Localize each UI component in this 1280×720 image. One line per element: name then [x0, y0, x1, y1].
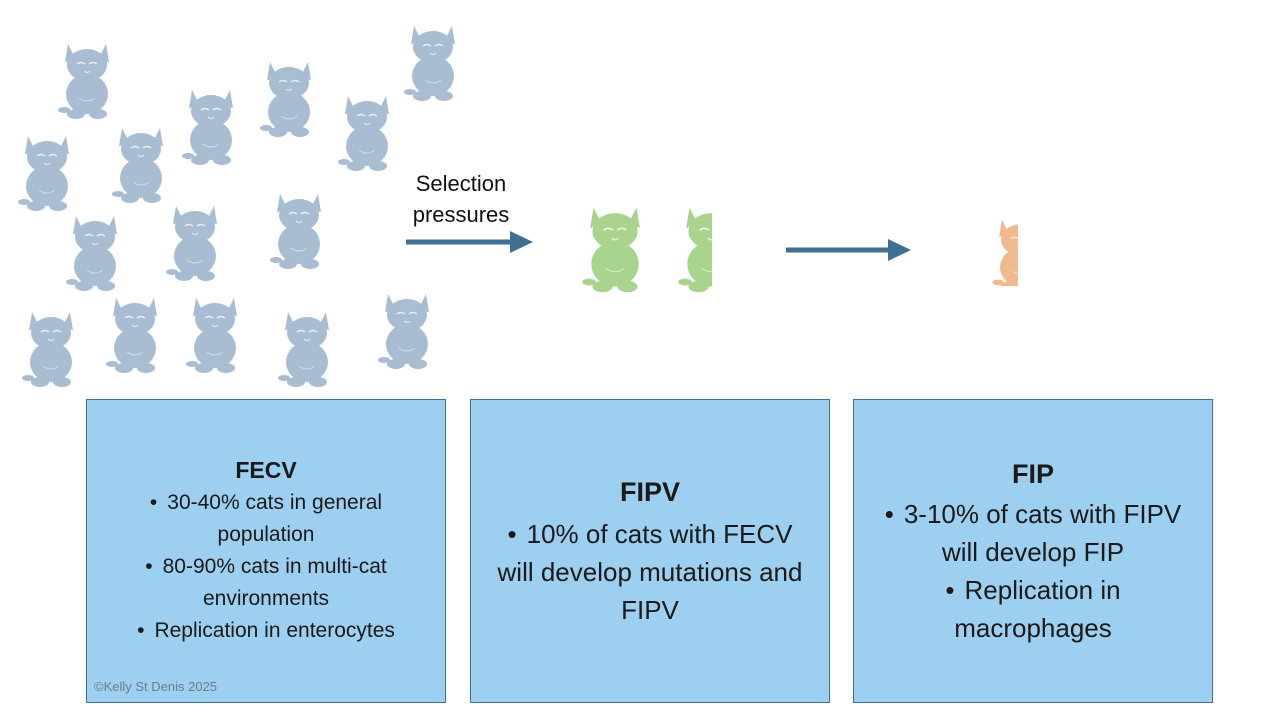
- fecv-cat-icon: [376, 288, 438, 370]
- fecv-cat-icon: [164, 200, 226, 282]
- fecv-cat-icon: [64, 210, 126, 292]
- fip-bullet-1: 3-10% of cats with FIPV will develop FIP: [874, 495, 1192, 571]
- selection-pressures-label: Selection pressures: [396, 168, 526, 230]
- fecv-bullet-3: Replication in enterocytes: [107, 615, 425, 647]
- fipv-info-box: FIPV 10% of cats with FECV will develop …: [470, 399, 830, 703]
- fip-title: FIP: [1011, 459, 1054, 489]
- fipv-cat-partial-icon: [676, 198, 712, 296]
- fecv-cat-icon: [104, 292, 166, 374]
- fecv-bullet-list: 30-40% cats in general population 80-90%…: [107, 487, 425, 647]
- fipv-cat-icon: [580, 198, 650, 296]
- copyright-credit: ©Kelly St Denis 2025: [94, 679, 218, 694]
- fecv-cat-icon: [16, 130, 78, 212]
- arrow-label-line-1: Selection: [415, 171, 507, 196]
- fecv-cat-icon: [110, 122, 172, 204]
- fecv-bullet-2: 80-90% cats in multi-cat environments: [107, 551, 425, 615]
- fecv-cat-icon: [276, 306, 338, 388]
- fecv-cat-icon: [258, 56, 320, 138]
- fecv-bullet-1: 30-40% cats in general population: [107, 487, 425, 551]
- fecv-cat-icon: [56, 38, 118, 120]
- fecv-cat-icon: [268, 188, 330, 270]
- fecv-info-box: FECV 30-40% cats in general population 8…: [86, 399, 446, 703]
- fecv-title: FECV: [235, 457, 297, 483]
- fecv-cat-icon: [336, 90, 398, 172]
- fip-bullet-list: 3-10% of cats with FIPV will develop FIP…: [874, 495, 1192, 647]
- fipv-bullet-1: 10% of cats with FECV will develop mutat…: [491, 515, 809, 629]
- fipv-title: FIPV: [619, 477, 680, 507]
- fip-bullet-2: Replication in macrophages: [874, 571, 1192, 647]
- fecv-cat-icon: [184, 292, 246, 374]
- fip-cat-partial-icon: [990, 214, 1018, 286]
- arrow-label-line-2: pressures: [412, 202, 510, 227]
- selection-arrow: [406, 230, 534, 254]
- fecv-cat-icon: [180, 84, 242, 166]
- fecv-cat-icon: [20, 306, 82, 388]
- fecv-cat-icon: [402, 20, 464, 102]
- progression-arrow: [786, 238, 912, 262]
- fip-info-box: FIP 3-10% of cats with FIPV will develop…: [853, 399, 1213, 703]
- fipv-bullet-list: 10% of cats with FECV will develop mutat…: [491, 515, 809, 629]
